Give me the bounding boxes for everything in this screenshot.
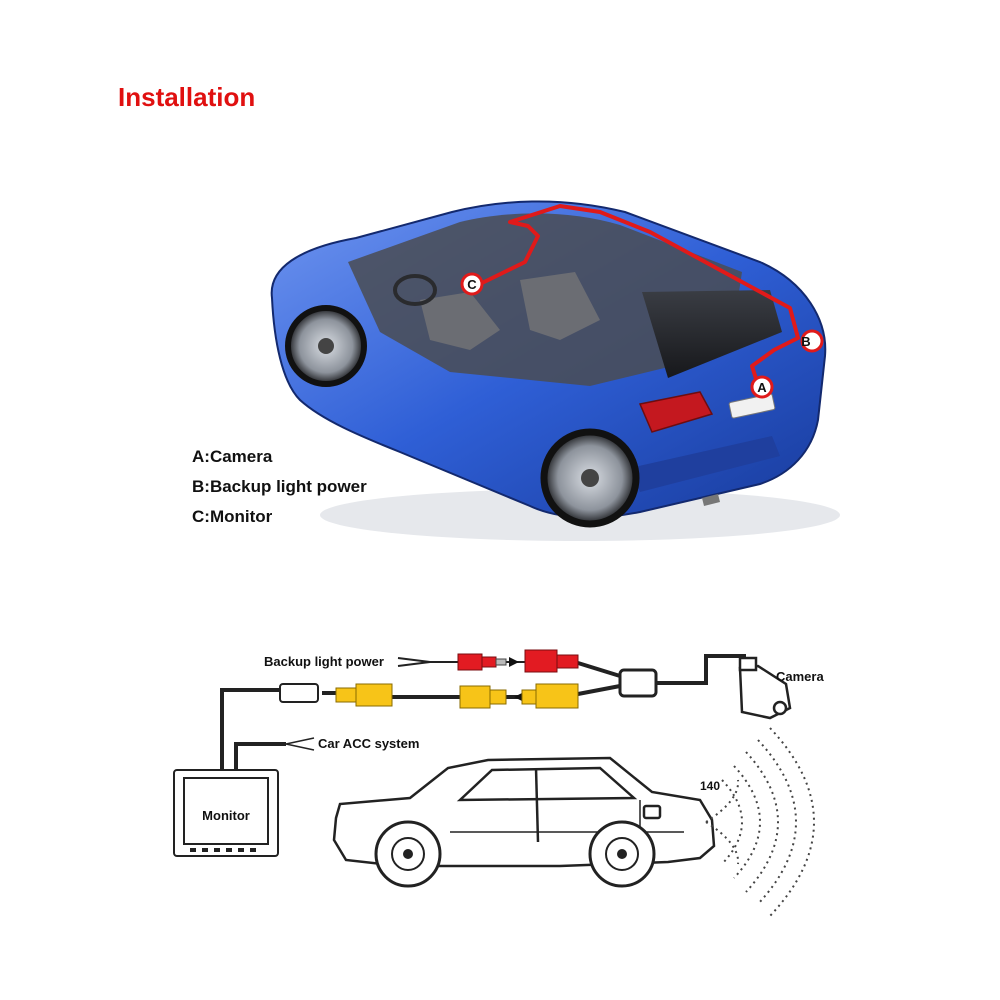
red-connector-left <box>457 653 507 671</box>
page-title: Installation <box>118 82 256 112</box>
car-seats <box>420 272 600 350</box>
point-c-label: C <box>467 277 477 292</box>
front-wheel-hub <box>318 338 334 354</box>
monitor-plug <box>279 683 319 703</box>
camera-device <box>738 656 792 720</box>
yellow-connector-left <box>335 683 393 707</box>
yellow-connector-right <box>521 683 579 709</box>
red-connector-right <box>524 649 579 673</box>
monitor-device <box>173 769 279 857</box>
rear-wheel-hub <box>581 469 599 487</box>
wire-monitor-feed <box>220 688 280 770</box>
monitor-label: Monitor <box>202 808 250 823</box>
rear-bumper <box>630 436 780 492</box>
camera-label: Camera <box>776 669 824 684</box>
sedan-front-wheel <box>374 820 442 888</box>
point-a-label: A <box>757 380 767 395</box>
splitter-box <box>618 668 658 698</box>
yellow-connector-mid <box>459 685 507 709</box>
wire-acc <box>234 742 286 770</box>
legend-item-monitor: C:Monitor <box>192 507 273 526</box>
legend-item-backup-light: B:Backup light power <box>192 477 367 496</box>
tail-light <box>638 391 714 433</box>
rear-window <box>642 290 782 378</box>
car-installation-illustration: C B A <box>270 200 840 541</box>
exhaust <box>702 494 720 506</box>
legend-item-camera: A:Camera <box>192 447 273 466</box>
point-b-marker <box>800 329 824 353</box>
point-c-marker <box>460 272 484 296</box>
sedan-rear-wheel <box>588 820 656 888</box>
point-b-label: B <box>801 334 810 349</box>
acc-label: Car ACC system <box>318 736 419 751</box>
wire-backup-power-fork <box>397 661 431 667</box>
steering-wheel <box>393 274 438 306</box>
view-angle-label: 140 <box>700 779 720 793</box>
cable-route <box>479 204 800 386</box>
point-a-marker <box>750 375 774 399</box>
licence-plate <box>728 393 776 419</box>
arrow-red <box>509 657 519 667</box>
wire-acc-fork <box>285 737 315 751</box>
wire-camera-main <box>577 654 746 696</box>
legend: A:Camera B:Backup light power C:Monitor <box>192 442 367 532</box>
backup-power-label: Backup light power <box>264 654 384 669</box>
view-angle-arcs <box>705 727 815 917</box>
